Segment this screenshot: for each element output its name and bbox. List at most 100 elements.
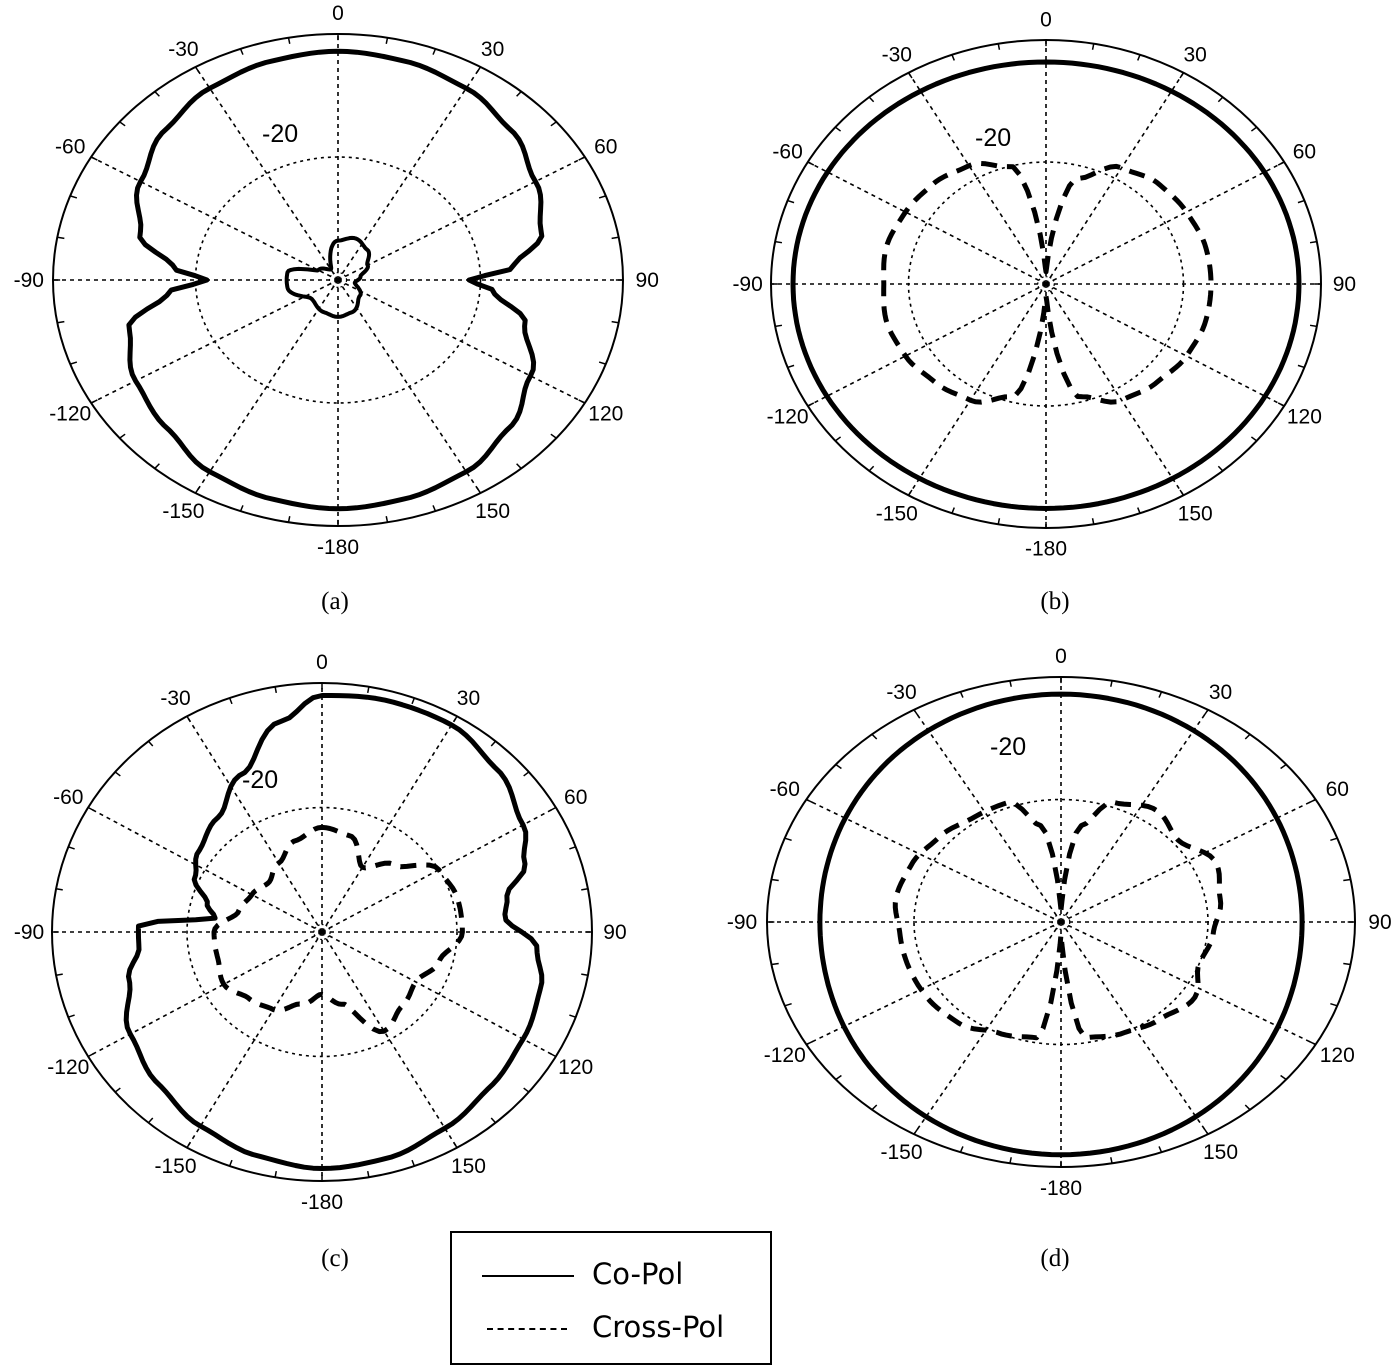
caption-c: (c) xyxy=(321,1245,349,1272)
angle-tick-label: -60 xyxy=(772,141,802,164)
angle-tick-label: -180 xyxy=(1040,1177,1082,1200)
grid-spoke xyxy=(907,283,1047,496)
angle-tick-label: 0 xyxy=(1040,8,1052,31)
grid-spoke xyxy=(907,72,1047,285)
cross-pol-trace xyxy=(892,799,1224,1041)
cross-pol-trace xyxy=(284,235,372,319)
radial-tick-label: -20 xyxy=(990,733,1026,761)
cross-pol-trace xyxy=(211,824,465,1035)
grid-spoke xyxy=(186,931,323,1149)
cross-pol-trace xyxy=(881,160,1214,405)
angle-tick-label: 150 xyxy=(1178,502,1213,525)
grid-spoke xyxy=(1060,921,1209,1135)
angle-tick-label: -150 xyxy=(155,1155,197,1178)
angle-tick-label: 0 xyxy=(316,651,328,674)
grid-spoke xyxy=(1060,798,1316,923)
angle-tick-label: 120 xyxy=(588,402,623,425)
angle-tick-label: -150 xyxy=(880,1141,922,1164)
angle-tick-label: 150 xyxy=(451,1155,486,1178)
angle-tick-label: 0 xyxy=(1055,645,1067,668)
angle-tick-label: 30 xyxy=(1209,681,1232,704)
grid-spoke xyxy=(337,66,482,281)
angle-tick-label: -60 xyxy=(55,136,85,159)
grid-spoke xyxy=(1060,921,1316,1046)
angle-tick-label: -180 xyxy=(1025,538,1067,561)
angle-tick-label: 90 xyxy=(1368,911,1391,934)
grid-spoke xyxy=(913,921,1062,1135)
grid-spoke xyxy=(87,931,323,1058)
grid-spoke xyxy=(1045,283,1185,496)
grid-spoke xyxy=(337,279,482,494)
angle-tick-label: -150 xyxy=(162,500,204,523)
angle-tick-label: 60 xyxy=(594,136,617,159)
grid-spoke xyxy=(806,798,1062,923)
grid-spoke xyxy=(194,279,339,494)
angle-tick-label: 30 xyxy=(481,38,504,61)
caption-a: (a) xyxy=(321,588,349,615)
legend-label-co-pol: Co-Pol xyxy=(592,1257,684,1291)
legend: Co-Pol Cross-Pol xyxy=(450,1231,772,1365)
angle-tick-label: -150 xyxy=(876,502,918,525)
grid-spoke xyxy=(321,715,458,933)
angle-tick-label: -90 xyxy=(727,911,757,934)
grid-spoke xyxy=(321,931,458,1149)
grid-spoke xyxy=(913,709,1062,923)
grid-spoke xyxy=(807,161,1047,285)
co-pol-trace xyxy=(126,48,545,512)
angle-tick-label: 30 xyxy=(457,687,480,710)
solid-line-swatch-icon xyxy=(482,1275,574,1277)
grid-spoke xyxy=(806,921,1062,1046)
caption-d: (d) xyxy=(1040,1245,1070,1272)
angle-tick-label: 120 xyxy=(1287,405,1322,428)
angle-tick-label: -120 xyxy=(767,405,809,428)
angle-tick-label: -90 xyxy=(14,269,44,292)
legend-item-cross-pol: Cross-Pol xyxy=(452,1308,770,1348)
grid-ring-minus-20 xyxy=(186,806,458,1058)
grid-spoke xyxy=(1045,72,1185,285)
angle-tick-label: 120 xyxy=(558,1056,593,1079)
angle-tick-label: 60 xyxy=(1293,141,1316,164)
angle-tick-label: -90 xyxy=(732,273,762,296)
legend-item-co-pol: Co-Pol xyxy=(452,1255,770,1295)
angle-tick-label: 90 xyxy=(1333,273,1356,296)
grid-spoke xyxy=(90,279,339,404)
grid-spoke xyxy=(337,279,586,404)
angle-tick-label: 0 xyxy=(332,2,344,25)
angle-tick-label: -30 xyxy=(168,38,198,61)
angle-tick-label: 150 xyxy=(1203,1141,1238,1164)
angle-tick-label: 90 xyxy=(636,269,659,292)
angle-tick-label: -60 xyxy=(53,786,83,809)
co-pol-trace xyxy=(817,691,1305,1158)
angle-tick-label: -30 xyxy=(886,681,916,704)
angle-tick-label: 60 xyxy=(564,786,587,809)
grid-ring-minus-20 xyxy=(194,156,482,404)
angle-tick-label: -120 xyxy=(49,402,91,425)
angle-tick-label: -30 xyxy=(160,687,190,710)
angle-tick-label: -120 xyxy=(47,1056,89,1079)
grid-spoke xyxy=(194,66,339,281)
angle-tick-label: 120 xyxy=(1320,1044,1355,1067)
angle-tick-label: 30 xyxy=(1184,44,1207,67)
grid-spoke xyxy=(90,156,339,281)
co-pol-trace xyxy=(790,59,1302,511)
angle-tick-label: 60 xyxy=(1326,778,1349,801)
grid-spoke xyxy=(1060,709,1209,923)
angle-tick-label: 150 xyxy=(475,500,510,523)
angle-tick-label: -180 xyxy=(317,536,359,559)
legend-label-cross-pol: Cross-Pol xyxy=(592,1310,725,1344)
angle-tick-label: -90 xyxy=(14,921,44,944)
dashed-line-swatch-icon xyxy=(487,1328,567,1330)
grid-spoke xyxy=(337,156,586,281)
radial-tick-label: -20 xyxy=(975,124,1011,152)
caption-b: (b) xyxy=(1040,588,1070,615)
angle-tick-label: -120 xyxy=(764,1044,806,1067)
grid-spoke xyxy=(87,806,323,933)
grid-spoke xyxy=(186,715,323,933)
angle-tick-label: 90 xyxy=(603,921,626,944)
angle-tick-label: -180 xyxy=(301,1191,343,1214)
